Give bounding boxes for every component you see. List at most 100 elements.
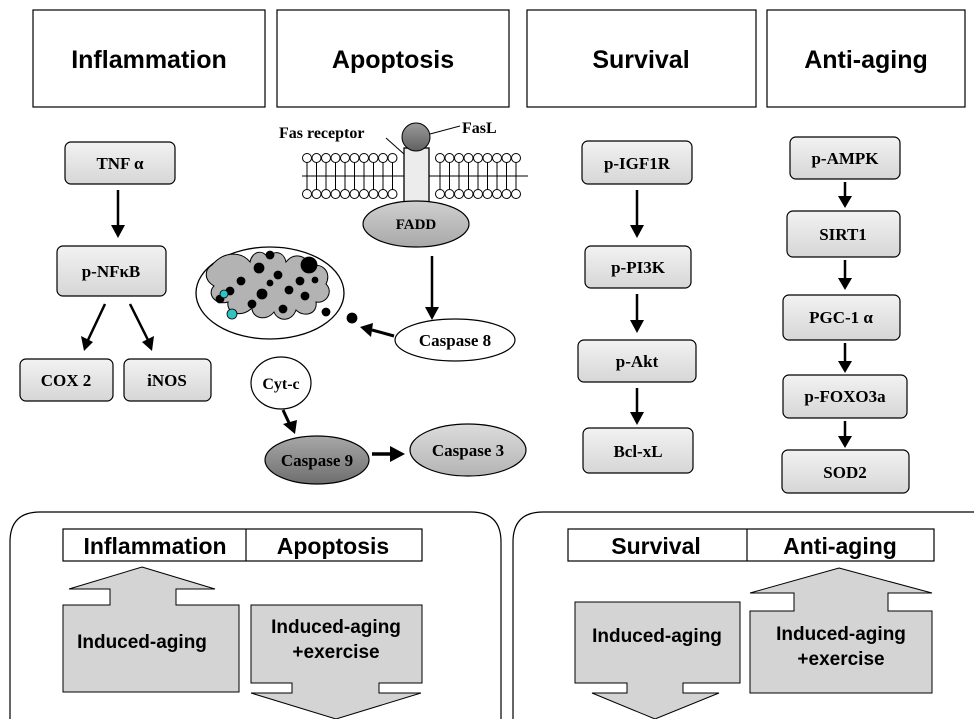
mitochondrion-granule — [346, 312, 358, 324]
lipid-head — [330, 189, 341, 199]
summary-right-exercise-line1: Induced-aging — [776, 624, 906, 645]
up-arrow-left-induced-aging — [62, 566, 240, 693]
lipid-head — [435, 189, 445, 199]
node-p-ampk-label: p-AMPK — [811, 149, 879, 168]
arrow-nfkb-to-inos — [128, 303, 150, 341]
mitochondrion-granule — [295, 276, 305, 286]
lipid-head — [321, 153, 331, 163]
node-p-akt — [577, 339, 697, 383]
node-p-igf1r-label: p-IGF1R — [604, 154, 671, 173]
mitochondrion-granule — [226, 308, 238, 320]
lipid-head — [302, 153, 312, 163]
lipid-head — [511, 189, 521, 199]
arrowhead-sirt1-to-pgc1a — [838, 278, 852, 290]
mitochondrion-granule — [236, 276, 246, 286]
lipid-head — [311, 153, 322, 163]
lipid-head — [387, 153, 398, 163]
node-inos — [123, 358, 212, 402]
header-box-inflammation — [32, 9, 266, 108]
header-box-survival — [526, 9, 757, 108]
lipid-head — [463, 153, 474, 163]
lipid-head — [330, 153, 341, 163]
arrowhead-akt-to-bclxl — [630, 412, 644, 425]
fas-ligand-ball — [401, 122, 431, 152]
survival-pathway: p-IGF1R p-PI3K p-Akt Bcl-xL — [577, 140, 697, 474]
lipid-head — [302, 189, 312, 199]
node-p-ampk — [789, 136, 901, 180]
mitochondrion-granule — [219, 289, 229, 299]
node-caspase3-label: Caspase 3 — [432, 441, 504, 460]
fas-receptor-pointer — [385, 137, 405, 155]
node-p-nfkb-label: p-NFκB — [82, 262, 141, 281]
lipid-head — [444, 153, 455, 163]
lipid-head — [463, 189, 474, 199]
lipid-head — [359, 153, 369, 163]
fasl-pointer — [429, 125, 461, 135]
mitochondrion-granules — [215, 250, 358, 324]
summary-left-col2-header: Apoptosis — [277, 533, 389, 559]
summary-left-col1-header: Inflammation — [83, 533, 226, 559]
lipid-head — [501, 153, 512, 163]
lipid-head — [368, 153, 379, 163]
summary-left-induced-aging: Induced-aging — [77, 632, 207, 653]
summary-left-exercise-line1: Induced-aging — [271, 617, 401, 638]
header-survival: Survival — [592, 46, 689, 74]
summary-panel-right: Survival Anti-aging Induced-aging Induce… — [512, 511, 974, 719]
node-cox2-label: COX 2 — [41, 371, 92, 390]
lipid-head — [359, 189, 369, 199]
header-box-apoptosis — [276, 9, 510, 108]
arrowhead-pi3k-to-akt — [630, 320, 644, 333]
arrowhead-nfkb-to-inos — [142, 336, 154, 351]
mitochondrion-granule — [284, 285, 294, 295]
arrowhead-tnf-to-nfkb — [111, 225, 125, 238]
lipid-head — [454, 153, 464, 163]
mitochondrion-granule — [265, 250, 275, 260]
mitochondrion-granule — [321, 307, 331, 317]
lipid-head — [340, 189, 350, 199]
anti-aging-pathway: p-AMPK SIRT1 PGC-1 α p-FOXO3a SOD2 — [781, 136, 910, 494]
lipid-head — [492, 189, 502, 199]
fas-receptor-body — [403, 147, 430, 203]
lipid-head — [378, 189, 388, 199]
summary-right-col1-header: Survival — [611, 533, 701, 559]
lipid-head — [511, 153, 521, 163]
header-anti-aging: Anti-aging — [804, 46, 928, 74]
lipid-head — [340, 153, 350, 163]
arrowhead-foxo3a-to-sod2 — [838, 436, 852, 448]
node-inos-label: iNOS — [147, 371, 187, 390]
arrowhead-cytc-to-caspase9 — [283, 420, 297, 434]
lipid-head — [435, 153, 445, 163]
summary-left-header-row — [62, 528, 423, 562]
lipid-head — [368, 189, 379, 199]
node-caspase8-label: Caspase 8 — [419, 331, 491, 350]
up-arrow-right-exercise — [749, 567, 933, 694]
node-pgc1-alpha — [782, 294, 901, 341]
header-row: Inflammation Apoptosis Survival Anti-agi… — [32, 9, 966, 108]
summary-left-exercise-line2: +exercise — [292, 642, 379, 663]
node-p-foxo3a-label: p-FOXO3a — [804, 387, 886, 406]
node-caspase8 — [394, 318, 516, 362]
node-tnf-alpha — [64, 141, 176, 185]
apoptosis-pathway: Fas receptor FasL FADD Caspase 8 Cyt-c C… — [195, 120, 528, 485]
node-cox2 — [19, 358, 114, 402]
node-sod2 — [781, 449, 910, 494]
node-sod2-label: SOD2 — [823, 463, 866, 482]
lipid-head — [349, 153, 360, 163]
header-box-anti-aging — [766, 9, 966, 108]
node-caspase9-label: Caspase 9 — [281, 451, 353, 470]
mitochondrion-granule — [253, 262, 265, 274]
mitochondrion — [195, 246, 358, 340]
summary-panel-left: Inflammation Apoptosis Induced-aging Ind… — [9, 511, 502, 719]
down-arrow-right-induced-aging — [574, 601, 741, 719]
arrowhead-fadd-to-caspase8 — [425, 307, 439, 320]
mitochondrion-granule — [300, 256, 318, 274]
mitochondrion-granule — [247, 299, 257, 309]
mitochondrion-granule — [300, 291, 310, 301]
node-cyt-c — [250, 356, 312, 410]
lipid-head — [473, 153, 483, 163]
mitochondrion-granule — [266, 279, 274, 287]
lipid-head — [454, 189, 464, 199]
lipid-head — [378, 153, 388, 163]
lipid-head — [321, 189, 331, 199]
node-sirt1 — [786, 210, 901, 258]
